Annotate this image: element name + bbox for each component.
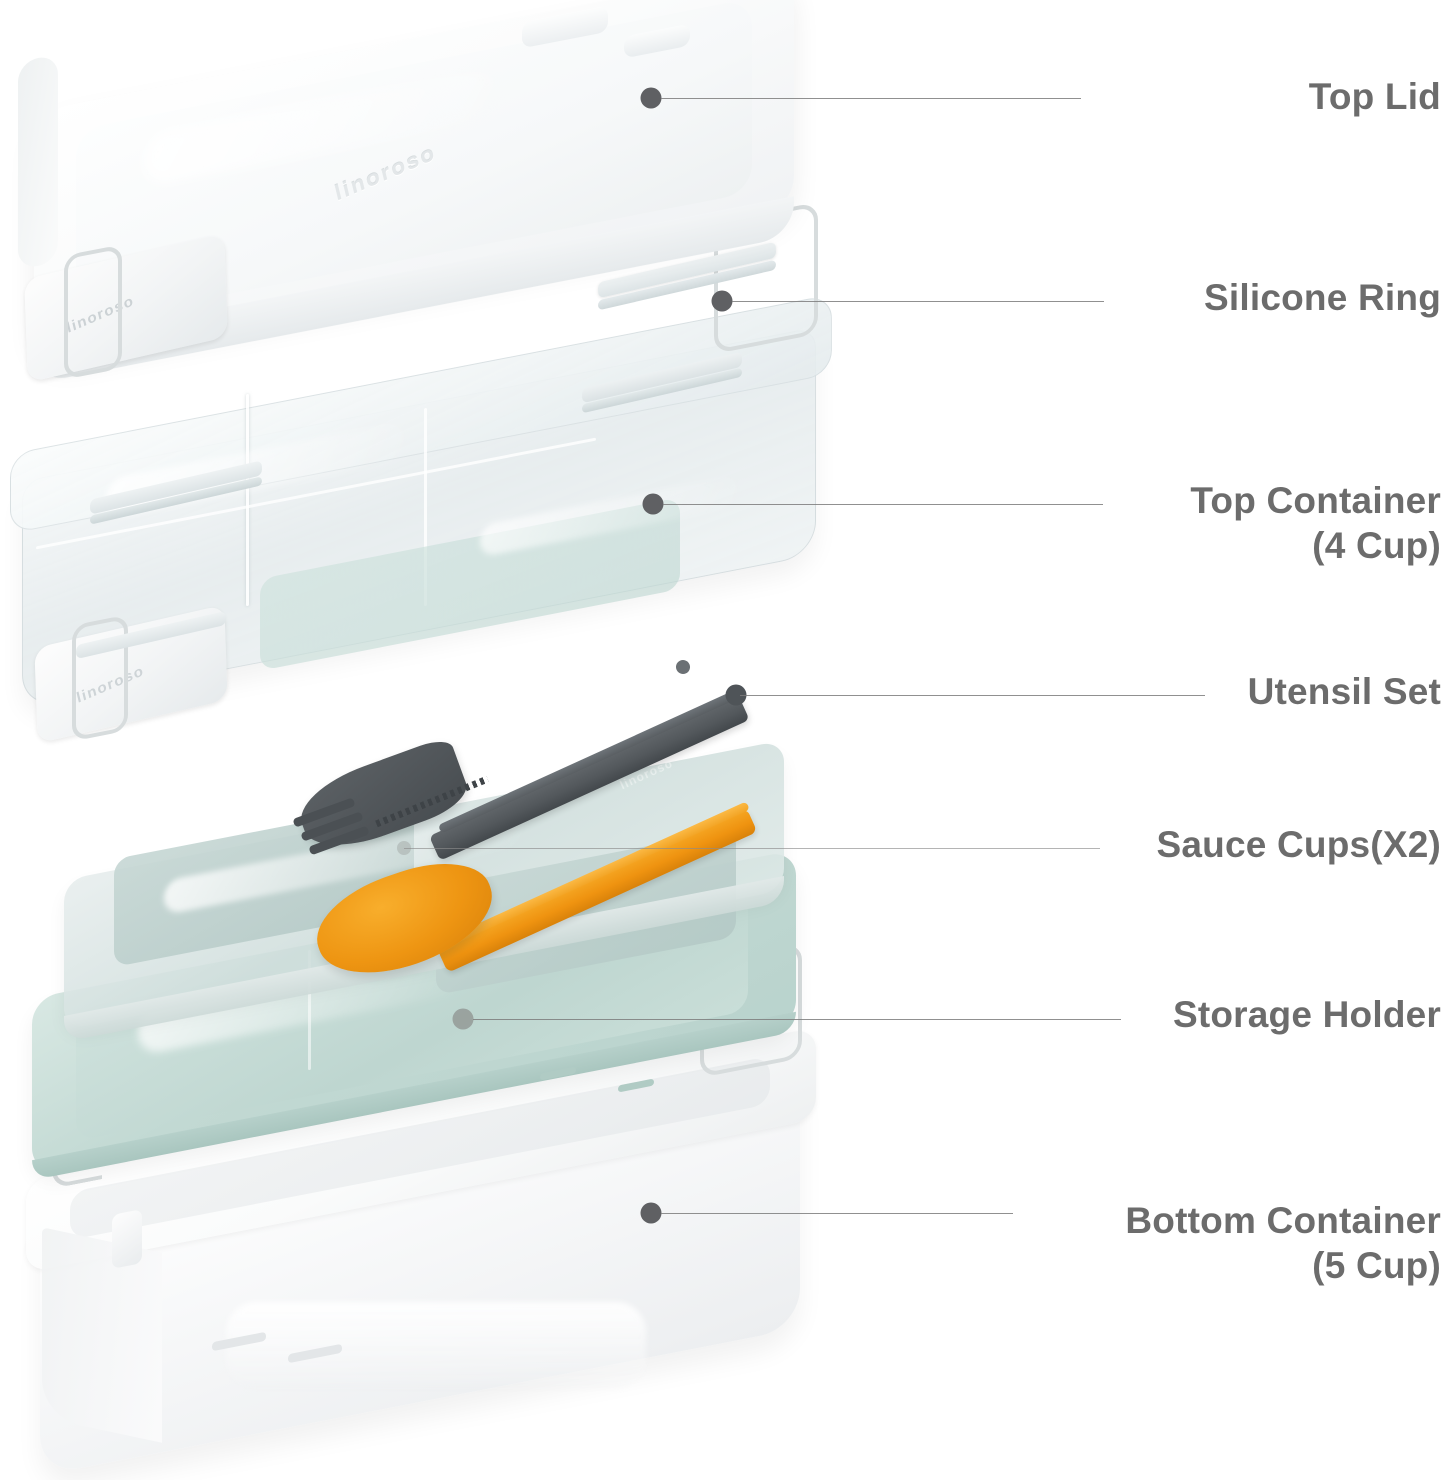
callout-line-silicone-ring — [732, 301, 1104, 302]
callout-label-top-container: Top Container (4 Cup) — [1190, 478, 1441, 568]
part-bottom-container — [26, 1027, 816, 1476]
callout-label-silicone-ring: Silicone Ring — [1204, 275, 1441, 320]
callout-line-utensil-set — [740, 695, 1205, 696]
callout-dot-top-container — [642, 493, 664, 515]
callout-label-sauce-cups-text: Sauce Cups(X2) — [1156, 824, 1441, 865]
callout-dot-top-lid — [640, 87, 662, 109]
callout-line-top-lid — [661, 98, 1081, 99]
callout-label-top-container-text: Top Container — [1190, 480, 1441, 521]
callout-label-storage-holder: Storage Holder — [1173, 992, 1441, 1037]
callout-line-bottom-container — [661, 1213, 1013, 1214]
callout-line-sauce-cups — [404, 848, 1100, 849]
top-container-clasp-wire — [72, 614, 128, 742]
callout-label-bottom-container-capacity: (5 Cup) — [1312, 1245, 1441, 1287]
callout-dot-bottom-container — [640, 1202, 662, 1224]
callout-label-bottom-container-text: Bottom Container — [1125, 1200, 1441, 1241]
top-lid-clasp-wire — [64, 244, 122, 380]
callout-dot-utensil-set — [725, 684, 747, 706]
callout-label-utensil-set-text: Utensil Set — [1247, 671, 1441, 712]
callout-line-storage-holder — [473, 1019, 1121, 1020]
callout-dot-silicone-ring — [711, 290, 733, 312]
callout-label-top-container-capacity: (4 Cup) — [1312, 525, 1441, 567]
callout-label-top-lid-text: Top Lid — [1308, 76, 1441, 117]
callout-label-top-lid: Top Lid — [1309, 74, 1441, 119]
callout-label-silicone-ring-text: Silicone Ring — [1204, 277, 1441, 318]
callout-dot-storage-holder — [452, 1008, 474, 1030]
product-illustration: linoroso linoroso — [10, 0, 832, 1476]
callout-label-sauce-cups: Sauce Cups(X2) — [1157, 822, 1442, 867]
callout-line-top-container — [663, 504, 1103, 505]
callout-label-storage-holder-text: Storage Holder — [1172, 994, 1441, 1035]
callout-label-bottom-container: Bottom Container (5 Cup) — [1125, 1198, 1441, 1288]
callout-label-utensil-set: Utensil Set — [1248, 669, 1441, 714]
